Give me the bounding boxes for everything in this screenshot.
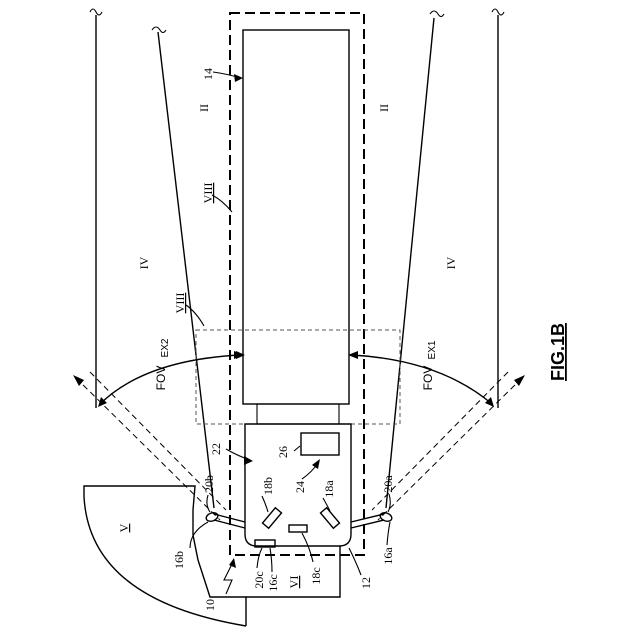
leader-20c xyxy=(257,548,262,568)
fov-ex2-sub: EX2 xyxy=(160,338,171,357)
class-ii-line-right xyxy=(158,32,214,508)
camera-18c xyxy=(289,525,307,532)
leader-viii-lower xyxy=(186,305,204,326)
region-ii-right-label: II xyxy=(197,104,211,112)
leader-18b xyxy=(262,496,268,512)
label-16c: 16c xyxy=(266,574,280,591)
trailer-body xyxy=(243,30,349,404)
fov-ex2-label: FOV EX2 xyxy=(154,338,171,390)
leader-20b xyxy=(207,495,210,512)
break-mark-left xyxy=(492,9,504,15)
leader-26 xyxy=(294,446,300,451)
label-12: 12 xyxy=(359,577,373,589)
region-ii-left-label: II xyxy=(377,104,391,112)
label-24: 24 xyxy=(293,481,307,493)
label-18a: 18a xyxy=(322,480,336,498)
leader-12 xyxy=(349,548,361,575)
label-18c: 18c xyxy=(309,567,323,584)
arrowhead-left xyxy=(514,375,525,386)
label-14: 14 xyxy=(201,68,215,80)
fov-line-right-a xyxy=(76,378,220,520)
arm-20a xyxy=(351,514,384,528)
leader-22-arrow xyxy=(244,456,253,465)
fov-arc-arrow-left-end xyxy=(485,397,494,407)
label-16a: 16a xyxy=(381,547,395,565)
class-ii-line-left xyxy=(386,18,434,508)
fov-ex1-label: FOV EX1 xyxy=(421,340,438,390)
vehicle-outline-dashed xyxy=(230,13,364,555)
leader-18c xyxy=(302,533,313,562)
region-viii-lower-label: VIII xyxy=(173,293,187,314)
region-iv-left-label: IV xyxy=(444,256,458,269)
label-18b: 18b xyxy=(261,477,275,495)
fov-arc-right xyxy=(100,355,240,404)
leader-14-arrow xyxy=(234,74,243,82)
trailer-connector xyxy=(257,404,339,424)
fov-ex1-main: FOV xyxy=(421,366,435,391)
leader-24-arrow xyxy=(312,459,320,469)
label-26: 26 xyxy=(276,446,290,458)
figure-label: FIG.1B xyxy=(548,323,568,381)
label-20b: 20b xyxy=(202,475,216,493)
break-mark-right xyxy=(90,9,102,15)
vehicle-leader-10-arrow xyxy=(229,558,236,568)
label-10: 10 xyxy=(203,599,217,611)
break-mark-fov-right xyxy=(152,27,166,33)
label-20c: 20c xyxy=(252,571,266,588)
fov-ex1-sub: EX1 xyxy=(427,340,438,359)
region-v-label: V xyxy=(117,523,131,532)
region-vi-label: VI xyxy=(287,576,301,589)
camera-18b xyxy=(263,508,282,528)
leader-20a xyxy=(388,494,390,512)
leader-16c xyxy=(270,548,272,572)
region-v-boundary xyxy=(84,486,246,626)
label-20a: 20a xyxy=(381,475,395,493)
arrowhead-right xyxy=(73,375,84,386)
leader-16a xyxy=(387,522,390,545)
region-viii-upper-label: VIII xyxy=(201,183,215,204)
region-iv-right-label: IV xyxy=(137,256,151,269)
break-mark-fov-left xyxy=(430,11,444,17)
label-16b: 16b xyxy=(172,551,186,569)
fov-ex2-main: FOV xyxy=(154,366,168,391)
display-box xyxy=(301,433,339,455)
label-22: 22 xyxy=(209,443,223,455)
region-viii-dashed-box xyxy=(196,330,400,424)
